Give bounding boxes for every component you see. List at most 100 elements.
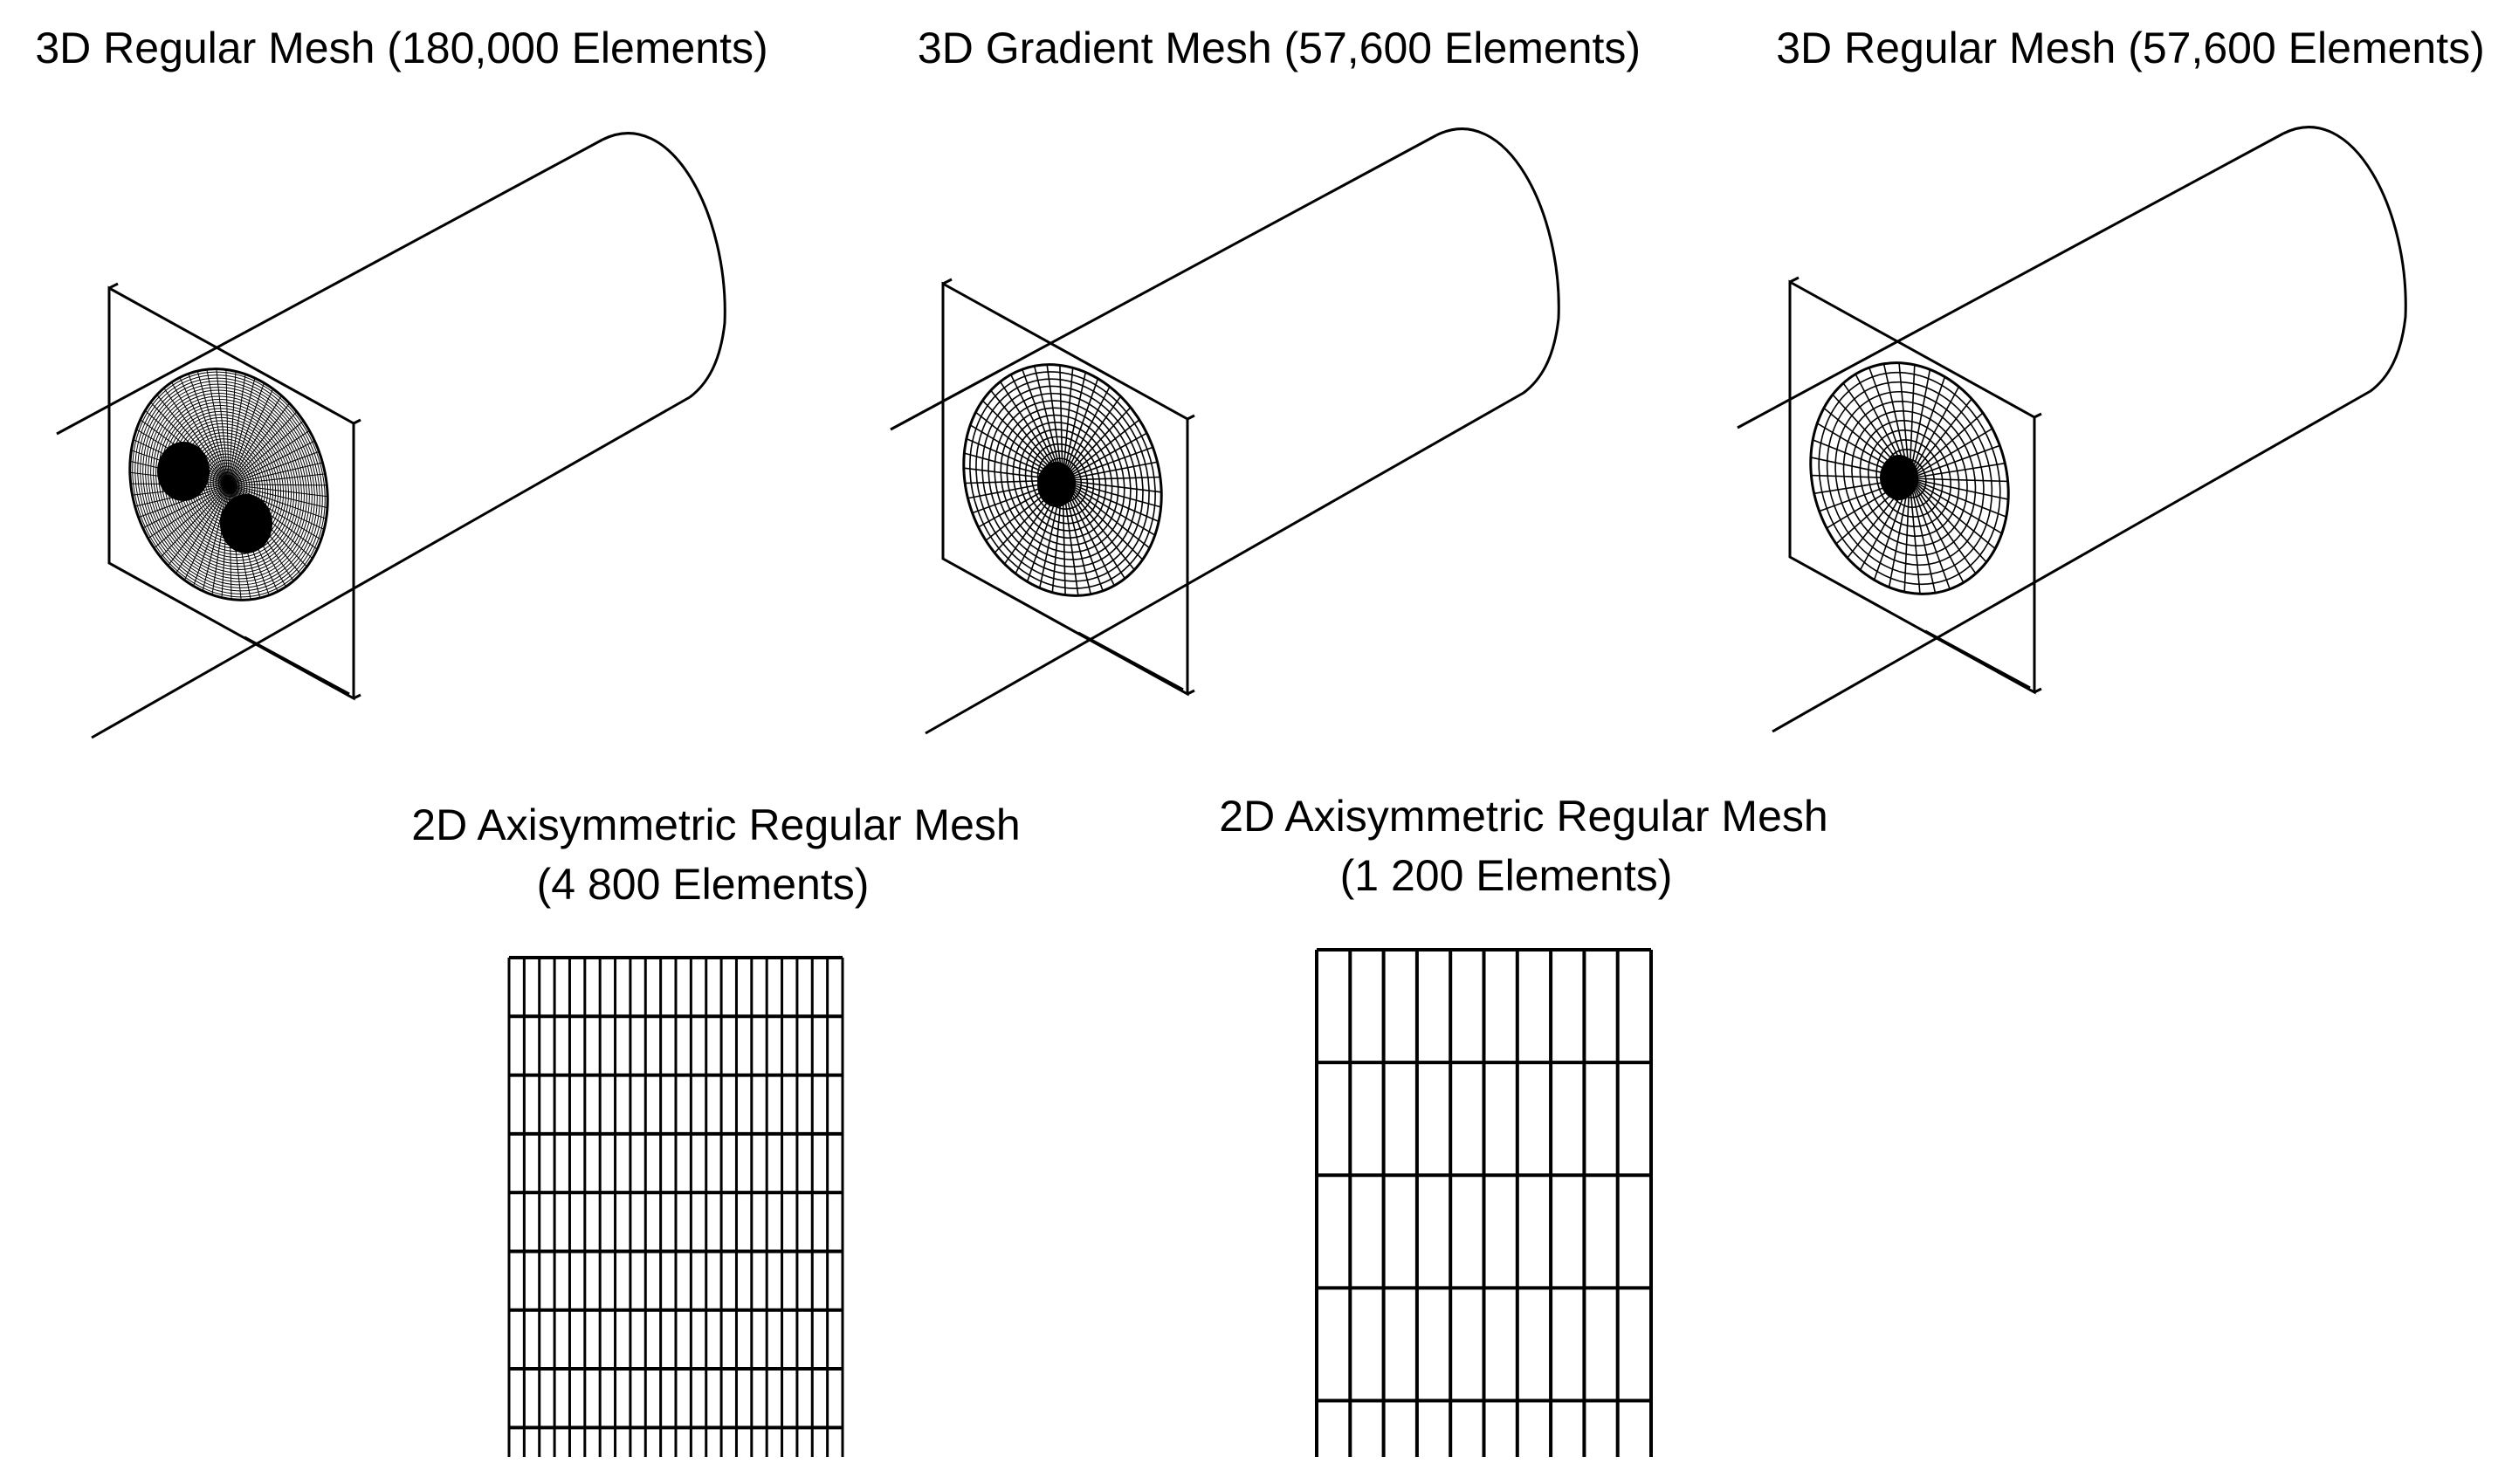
mesh-radial — [1062, 479, 1144, 560]
mesh-radial — [188, 373, 230, 485]
mesh-radial — [1062, 395, 1122, 481]
mesh-hub — [1880, 455, 1918, 500]
mesh-radial — [228, 382, 265, 485]
mesh-radial — [1909, 477, 2003, 534]
mesh-radial — [1062, 476, 1160, 481]
mesh-radial — [1909, 477, 2008, 483]
mesh-radial — [1062, 368, 1074, 481]
cylinder-mesh-panel — [1737, 126, 2407, 733]
mesh-radial — [206, 369, 230, 485]
cylinder-lower-edge — [91, 395, 691, 739]
plate-tick — [1187, 414, 1195, 421]
mesh-radial — [1909, 477, 1951, 590]
mesh-radial — [228, 484, 321, 540]
mesh-radial — [1909, 412, 1984, 479]
plate-bottom-edge — [1924, 629, 2031, 690]
mesh-radial — [1062, 419, 1140, 481]
mesh-radial — [1909, 477, 1987, 563]
mesh-radial — [1909, 369, 1931, 479]
mesh-radial — [228, 484, 327, 486]
mesh-radial — [183, 484, 230, 581]
mesh-radial — [1909, 477, 1937, 594]
cylinder-lower-edge — [1772, 389, 2371, 733]
plate-bottom-edge — [244, 636, 350, 696]
mesh-radial — [228, 395, 282, 485]
panel-3d-title: 3D Regular Mesh (180,000 Elements) — [35, 24, 767, 72]
mesh-radial — [1062, 407, 1132, 481]
mesh-radial — [228, 377, 256, 485]
cylinder-far-cap — [602, 132, 726, 399]
panel-2d-title-line1: 2D Axisymmetric Regular Mesh — [1219, 792, 1827, 841]
mesh-radial — [1062, 386, 1111, 481]
mesh-radial — [179, 377, 230, 485]
mesh-radial — [1062, 446, 1153, 481]
mesh-radial — [1909, 428, 1993, 479]
mesh-radial — [154, 484, 230, 549]
mesh-radial — [1062, 461, 1158, 481]
mesh-radial — [1022, 368, 1063, 481]
mesh-radial — [1062, 479, 1156, 536]
mesh-radial — [163, 388, 230, 485]
panel-3d-title: 3D Gradient Mesh (57,600 Elements) — [918, 24, 1641, 72]
cylinder-lower-edge — [925, 391, 1524, 735]
plate-tick — [1187, 689, 1195, 696]
mesh-radial — [1062, 479, 1161, 508]
mesh-radial — [228, 484, 325, 530]
mesh-disk — [1809, 361, 2010, 595]
mesh-radial — [160, 484, 230, 558]
cylinder-upper-edge — [1737, 132, 2284, 429]
mesh-radial — [202, 484, 230, 592]
mesh-radial — [1033, 366, 1063, 481]
mesh-radial — [1062, 372, 1087, 481]
mesh-radial — [1062, 432, 1147, 481]
mesh-disk — [962, 363, 1163, 597]
mesh-radial — [1062, 479, 1151, 549]
cylinder-mesh-panel — [56, 132, 726, 739]
mesh-radial — [142, 484, 230, 529]
mesh-radial — [228, 484, 328, 498]
mesh-radial — [228, 473, 326, 485]
mesh-radial — [1909, 376, 1946, 479]
panel-2d-title-line1: 2D Axisymmetric Regular Mesh — [411, 800, 1020, 849]
mesh-radial — [168, 484, 230, 567]
mesh-radial — [171, 381, 230, 485]
mesh-radial — [228, 402, 290, 485]
axisymmetric-grid-panel — [1315, 948, 1653, 1457]
panel-2d-title-line2: (1 200 Elements) — [1340, 851, 1673, 900]
mesh-radial — [1046, 364, 1063, 481]
cylinder-far-cap — [1435, 127, 1560, 395]
mesh-radial — [1909, 477, 1977, 574]
mesh-radial — [1909, 477, 2007, 518]
mesh-radial — [1909, 477, 1996, 550]
mesh-radial — [1909, 386, 1960, 479]
cylinder-far-cap — [2282, 126, 2407, 393]
mesh-radial — [228, 450, 320, 485]
plate-tick — [942, 278, 953, 285]
mesh-radial — [1909, 477, 1921, 594]
mesh-radial — [1059, 365, 1063, 481]
mesh-hub — [220, 494, 272, 553]
mesh-hub — [157, 442, 210, 501]
mesh-radial — [148, 484, 230, 539]
plate-tick — [108, 282, 119, 290]
mesh-radial — [228, 440, 315, 485]
mesh-radial — [1909, 462, 2006, 479]
axisymmetric-grid-panel — [507, 956, 844, 1457]
mesh-radial — [216, 368, 230, 485]
plate-bottom-edge — [1077, 631, 1184, 691]
mesh-radial — [228, 462, 323, 485]
mesh-disk — [128, 368, 329, 601]
mesh-radial — [1909, 477, 2009, 500]
mesh-radial — [228, 420, 304, 485]
mesh-radial — [1909, 398, 1972, 479]
cylinder-upper-edge — [890, 134, 1437, 431]
mesh-radial — [225, 369, 230, 485]
mesh-radial — [1062, 479, 1135, 571]
mesh-radial — [228, 484, 328, 509]
mesh-radial — [228, 484, 327, 519]
mesh-radial — [1903, 477, 1910, 593]
plate-tick — [353, 418, 361, 425]
mesh-radial — [1062, 378, 1099, 481]
mesh-radial — [1909, 477, 1965, 583]
